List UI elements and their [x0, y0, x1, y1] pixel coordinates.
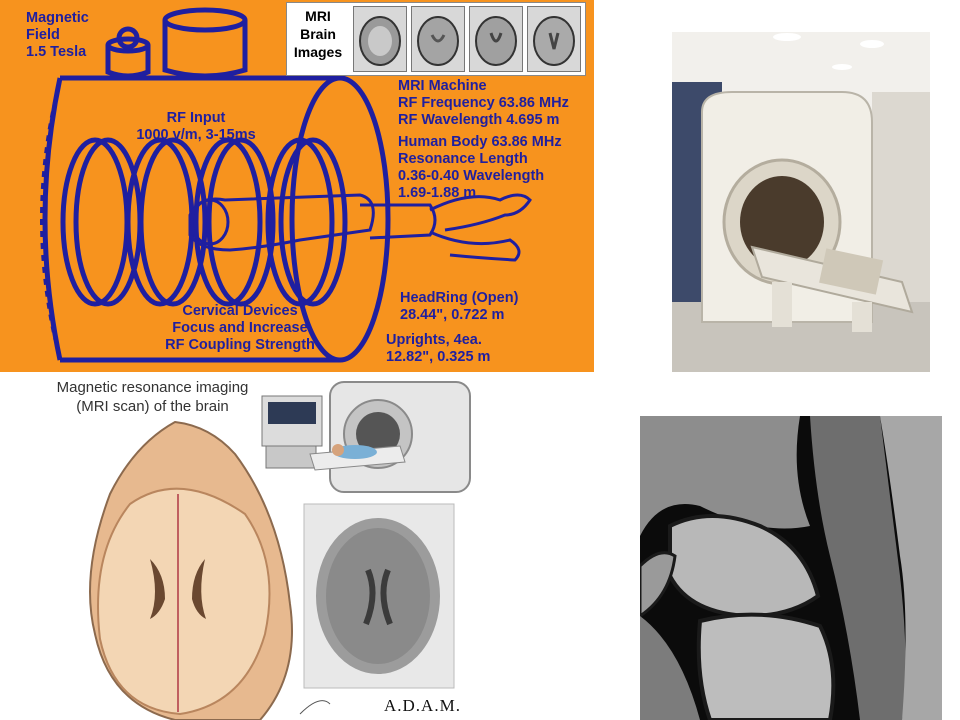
brain-images-caption: MRI Brain Images [293, 8, 343, 60]
magnetic-field-label: Magnetic Field 1.5 Tesla [26, 10, 89, 60]
mri-machine-illustration [40, 7, 532, 363]
cervical-devices-label: Cervical Devices Focus and Increase RF C… [165, 303, 315, 353]
uprights-label: Uprights, 4ea. 12.82", 0.325 m [386, 332, 491, 365]
brain-mri-illustration: Magnetic resonance imaging (MRI scan) of… [0, 374, 500, 720]
brain-scan-thumbnail [527, 6, 581, 72]
rf-input-label: RF Input 1000 v/m, 3-15ms [136, 110, 256, 143]
headring-label: HeadRing (Open) 28.44", 0.722 m [400, 290, 519, 323]
human-body-specs: Human Body 63.86 MHz Resonance Length 0.… [398, 134, 562, 201]
mri-rf-diagram: Magnetic Field 1.5 Tesla RF Input 1000 v… [0, 0, 594, 372]
brain-scan-thumbnail [469, 6, 523, 72]
brain-scan-thumbnail [411, 6, 465, 72]
mri-machine-specs: MRI Machine RF Frequency 63.86 MHz RF Wa… [398, 78, 569, 128]
mri-machine-photo [672, 32, 930, 372]
knee-mri-scan [640, 416, 942, 720]
mri-brain-images-strip: MRI Brain Images [286, 2, 586, 76]
brain-scan-thumbnail [353, 6, 407, 72]
adam-logo: A.D.A.M. [384, 696, 461, 715]
illustration-title: Magnetic resonance imaging (MRI scan) of… [56, 379, 249, 415]
